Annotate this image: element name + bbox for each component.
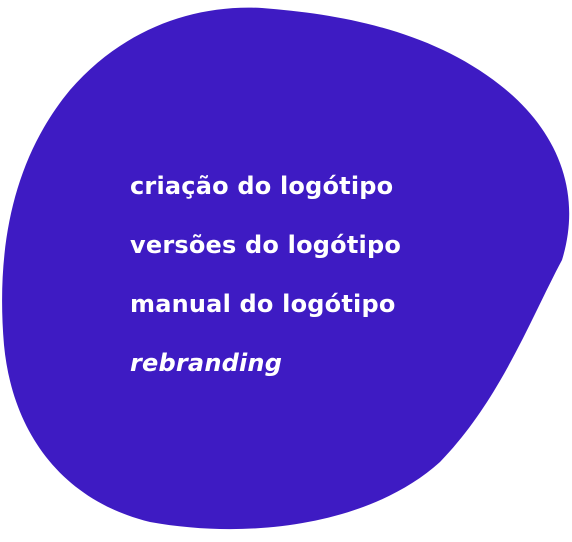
- service-item-logo-versions[interactable]: versões do logótipo: [130, 231, 402, 259]
- service-item-logo-manual[interactable]: manual do logótipo: [130, 290, 396, 318]
- service-item-logo-creation[interactable]: criação do logótipo: [130, 172, 394, 200]
- service-item-rebranding[interactable]: rebranding: [130, 349, 283, 377]
- blob-path: [2, 7, 570, 530]
- services-list: criação do logótipo versões do logótipo …: [130, 166, 401, 402]
